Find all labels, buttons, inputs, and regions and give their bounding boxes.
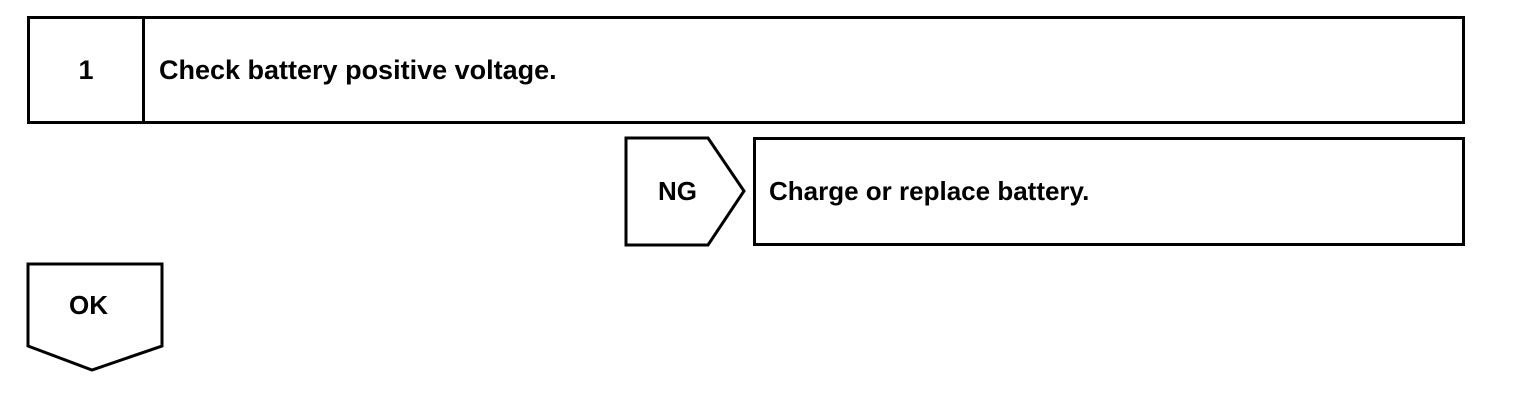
ng-label: NG xyxy=(658,176,697,206)
ng-arrow-shape xyxy=(624,136,746,247)
ng-action-text: Charge or replace battery. xyxy=(769,176,1090,206)
ok-arrow-shape xyxy=(26,262,164,372)
step-instruction: Check battery positive voltage. xyxy=(159,54,557,85)
step-number: 1 xyxy=(30,19,145,121)
ok-label: OK xyxy=(69,290,108,320)
ng-action-box: Charge or replace battery. xyxy=(753,137,1465,246)
step-box: 1 Check battery positive voltage. xyxy=(27,16,1465,124)
